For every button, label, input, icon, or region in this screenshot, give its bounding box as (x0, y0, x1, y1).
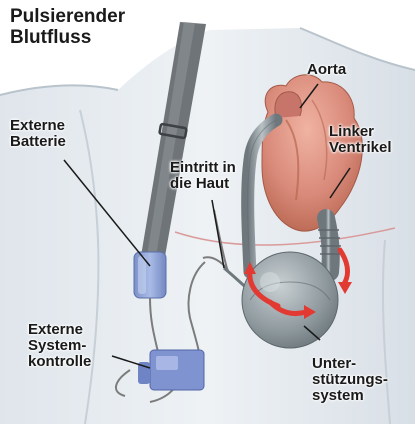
title-line-1: Pulsierender (10, 6, 125, 27)
pump (242, 252, 338, 348)
diagram-title: Pulsierender Blutfluss (10, 6, 125, 49)
aorta-label: Aorta (307, 62, 346, 78)
left-ventricle-label: Linker Ventrikel (329, 124, 392, 156)
skin-entry-label: Eintritt in die Haut (170, 160, 236, 192)
external-battery (134, 252, 166, 298)
external-battery-label: Externe Batterie (10, 118, 66, 150)
title-line-2: Blutfluss (10, 27, 125, 48)
external-controller-label: Externe System- kontrolle (28, 322, 91, 371)
support-system-label: Unter- stützungs- system (312, 356, 388, 405)
